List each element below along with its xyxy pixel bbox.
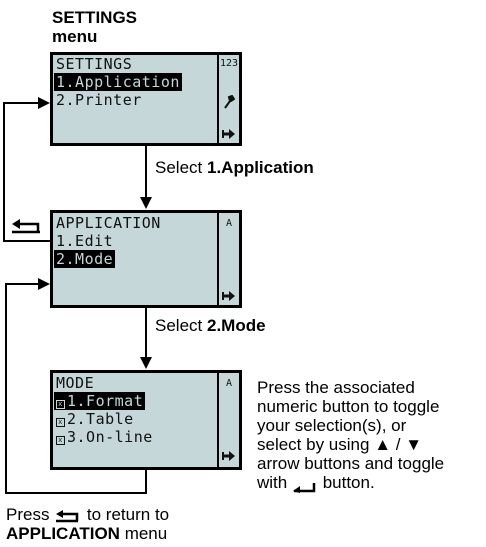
return-note-rest: menu — [119, 524, 168, 543]
return-note-line2: APPLICATION menu — [6, 524, 169, 543]
application-item-edit[interactable]: 1.Edit — [56, 232, 114, 250]
settings-menu-label: SETTINGS menu — [52, 8, 137, 46]
settings-menu-label-line2: menu — [52, 27, 98, 46]
step2-instruction: Select 2.Mode — [155, 316, 266, 335]
alpha-mode-indicator: A — [225, 378, 233, 389]
settings-screen-title: SETTINGS — [56, 55, 133, 73]
mode-screen-title: MODE — [56, 374, 95, 392]
step2-prefix: Select — [155, 316, 207, 335]
mode-item-online-label: 3.On-line — [67, 428, 153, 446]
back-loop-to-settings — [3, 102, 50, 242]
enter-arrow-icon — [222, 289, 236, 301]
instructions-line4-sep: / — [391, 435, 406, 454]
down-arrow-icon: ▼ — [405, 435, 423, 454]
instructions-line6: with button. — [257, 473, 444, 493]
settings-screen-sidebar: 123 — [217, 55, 239, 143]
numeric-mode-indicator: 123 — [219, 58, 239, 69]
table-checkbox[interactable]: x — [56, 418, 65, 427]
return-note-prefix: Press — [6, 505, 55, 524]
toggle-instructions: Press the associated numeric button to t… — [257, 378, 445, 493]
return-note-line1: Press to return to — [6, 505, 169, 524]
instructions-line1: Press the associated — [257, 378, 415, 397]
online-checkbox[interactable]: x — [56, 436, 65, 445]
instructions-line2: numeric button to toggle — [257, 397, 440, 416]
arrowhead-to-application — [140, 197, 152, 209]
settings-menu-label-line1: SETTINGS — [52, 8, 138, 27]
back-loop-to-application — [5, 283, 147, 494]
mode-item-format-label: 1.Format — [67, 392, 144, 410]
arrowhead-to-mode — [140, 357, 152, 369]
step1-instruction: Select 1.Application — [155, 158, 314, 177]
back-arrow-icon — [54, 509, 82, 523]
return-note: Press to return to APPLICATION menu — [6, 505, 169, 543]
enter-arrow-icon — [222, 127, 236, 139]
application-screen-title: APPLICATION — [56, 214, 161, 232]
alpha-mode-indicator: A — [225, 218, 233, 229]
settings-item-printer[interactable]: 2.Printer — [56, 91, 142, 109]
application-screen: APPLICATION 1.Edit 2.Mode A — [50, 210, 242, 308]
settings-item-application[interactable]: 1.Application — [54, 73, 182, 91]
instructions-line5: arrow buttons and toggle — [257, 454, 445, 473]
format-checkbox[interactable]: x — [56, 400, 65, 409]
settings-screen-main: SETTINGS 1.Application 2.Printer — [53, 55, 217, 143]
mode-item-table-label: 2.Table — [67, 410, 134, 428]
instructions-line6-prefix: with — [257, 473, 292, 492]
step1-prefix: Select — [155, 158, 207, 177]
enter-arrow-icon — [222, 449, 236, 461]
arrowhead-back-to-application — [38, 278, 50, 290]
application-screen-sidebar: A — [217, 213, 239, 305]
step1-target: 1.Application — [206, 158, 314, 177]
instructions-line6-suffix: button. — [317, 473, 375, 492]
back-arrow-icon — [10, 218, 44, 240]
enter-key-icon — [292, 478, 318, 493]
return-note-suffix: to return to — [82, 505, 170, 524]
return-note-target: APPLICATION — [6, 524, 120, 543]
mode-screen-sidebar: A — [217, 373, 239, 467]
instructions-line4: select by using ▲ / ▼ — [257, 435, 444, 454]
instructions-line4-prefix: select by using — [257, 435, 375, 454]
application-screen-main: APPLICATION 1.Edit 2.Mode — [53, 213, 217, 305]
arrowhead-back-to-settings — [38, 97, 50, 109]
settings-screen: SETTINGS 1.Application 2.Printer 123 — [50, 52, 242, 146]
wrench-icon — [223, 94, 236, 109]
application-item-mode[interactable]: 2.Mode — [54, 250, 116, 268]
instructions-line3: your selection(s), or — [257, 416, 407, 435]
step2-target: 2.Mode — [206, 316, 266, 335]
up-arrow-icon: ▲ — [374, 435, 392, 454]
